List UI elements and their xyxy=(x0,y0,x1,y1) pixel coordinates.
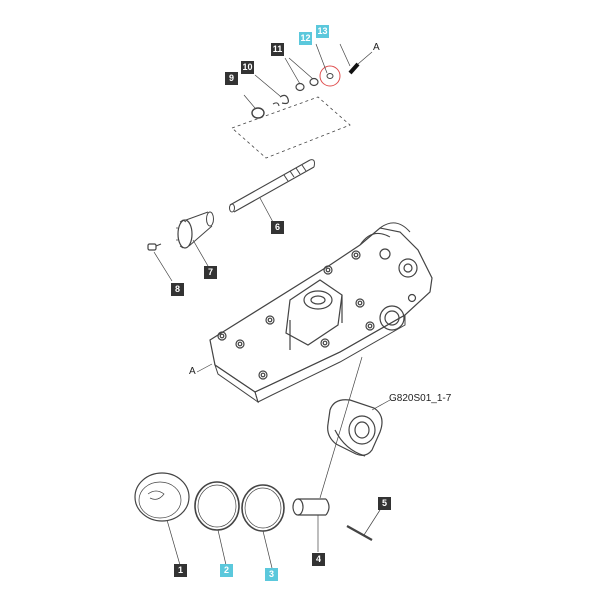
callout-6: 6 xyxy=(271,221,284,234)
part-7-pinion-gear xyxy=(176,211,214,267)
part-12-o-ring xyxy=(315,43,341,87)
part-13-set-screw xyxy=(339,43,373,75)
callout-12: 12 xyxy=(299,32,312,45)
part-10-clip xyxy=(254,74,289,107)
callout-3: 3 xyxy=(265,568,278,581)
part-3-ring xyxy=(241,484,285,569)
callout-13: 13 xyxy=(316,25,329,38)
part-5-small-pin xyxy=(346,509,381,541)
callout-10: 10 xyxy=(241,61,254,74)
subassembly-dashed-box xyxy=(231,96,351,159)
part-2-ring xyxy=(194,481,240,566)
callout-9: 9 xyxy=(225,72,238,85)
callout-1: 1 xyxy=(174,564,187,577)
cylinder-sleeve xyxy=(327,399,391,457)
part-8-bolt xyxy=(147,243,173,282)
housing-casting xyxy=(196,222,433,404)
callout-7: 7 xyxy=(204,266,217,279)
part-1-piston xyxy=(134,472,190,566)
part-6-shaft xyxy=(229,159,315,225)
callout-4: 4 xyxy=(312,553,325,566)
part-4-pin xyxy=(292,498,330,552)
reference-marker-housing-a: A xyxy=(189,366,196,377)
part-9-snap-ring xyxy=(243,94,265,119)
reference-marker-top-a: A xyxy=(373,42,380,53)
figure-code-label: G820S01_1-7 xyxy=(389,393,452,404)
callout-5: 5 xyxy=(378,497,391,510)
callout-8: 8 xyxy=(171,283,184,296)
callout-11: 11 xyxy=(271,43,284,56)
callout-2: 2 xyxy=(220,564,233,577)
cylinder-leader xyxy=(319,356,363,499)
part-11-washers xyxy=(284,57,319,92)
